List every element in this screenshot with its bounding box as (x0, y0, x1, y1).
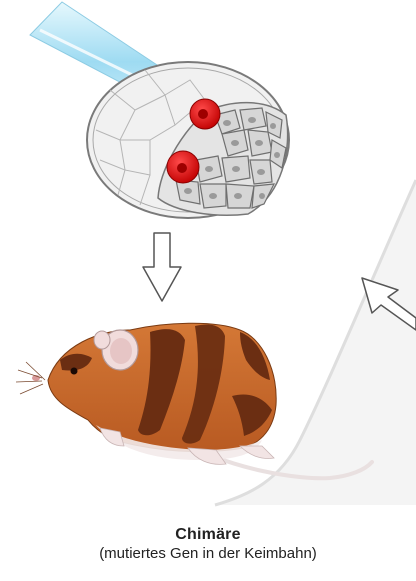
injected-stem-cell-icon (167, 151, 199, 183)
injected-stem-cell-icon (190, 99, 220, 129)
chimera-title: Chimäre (0, 526, 416, 544)
chimera-subtitle: (mutiertes Gen in der Keimbahn) (0, 545, 416, 562)
blastocyst-icon (87, 62, 289, 218)
eye-icon (71, 368, 78, 375)
down-arrow-icon (143, 233, 181, 301)
